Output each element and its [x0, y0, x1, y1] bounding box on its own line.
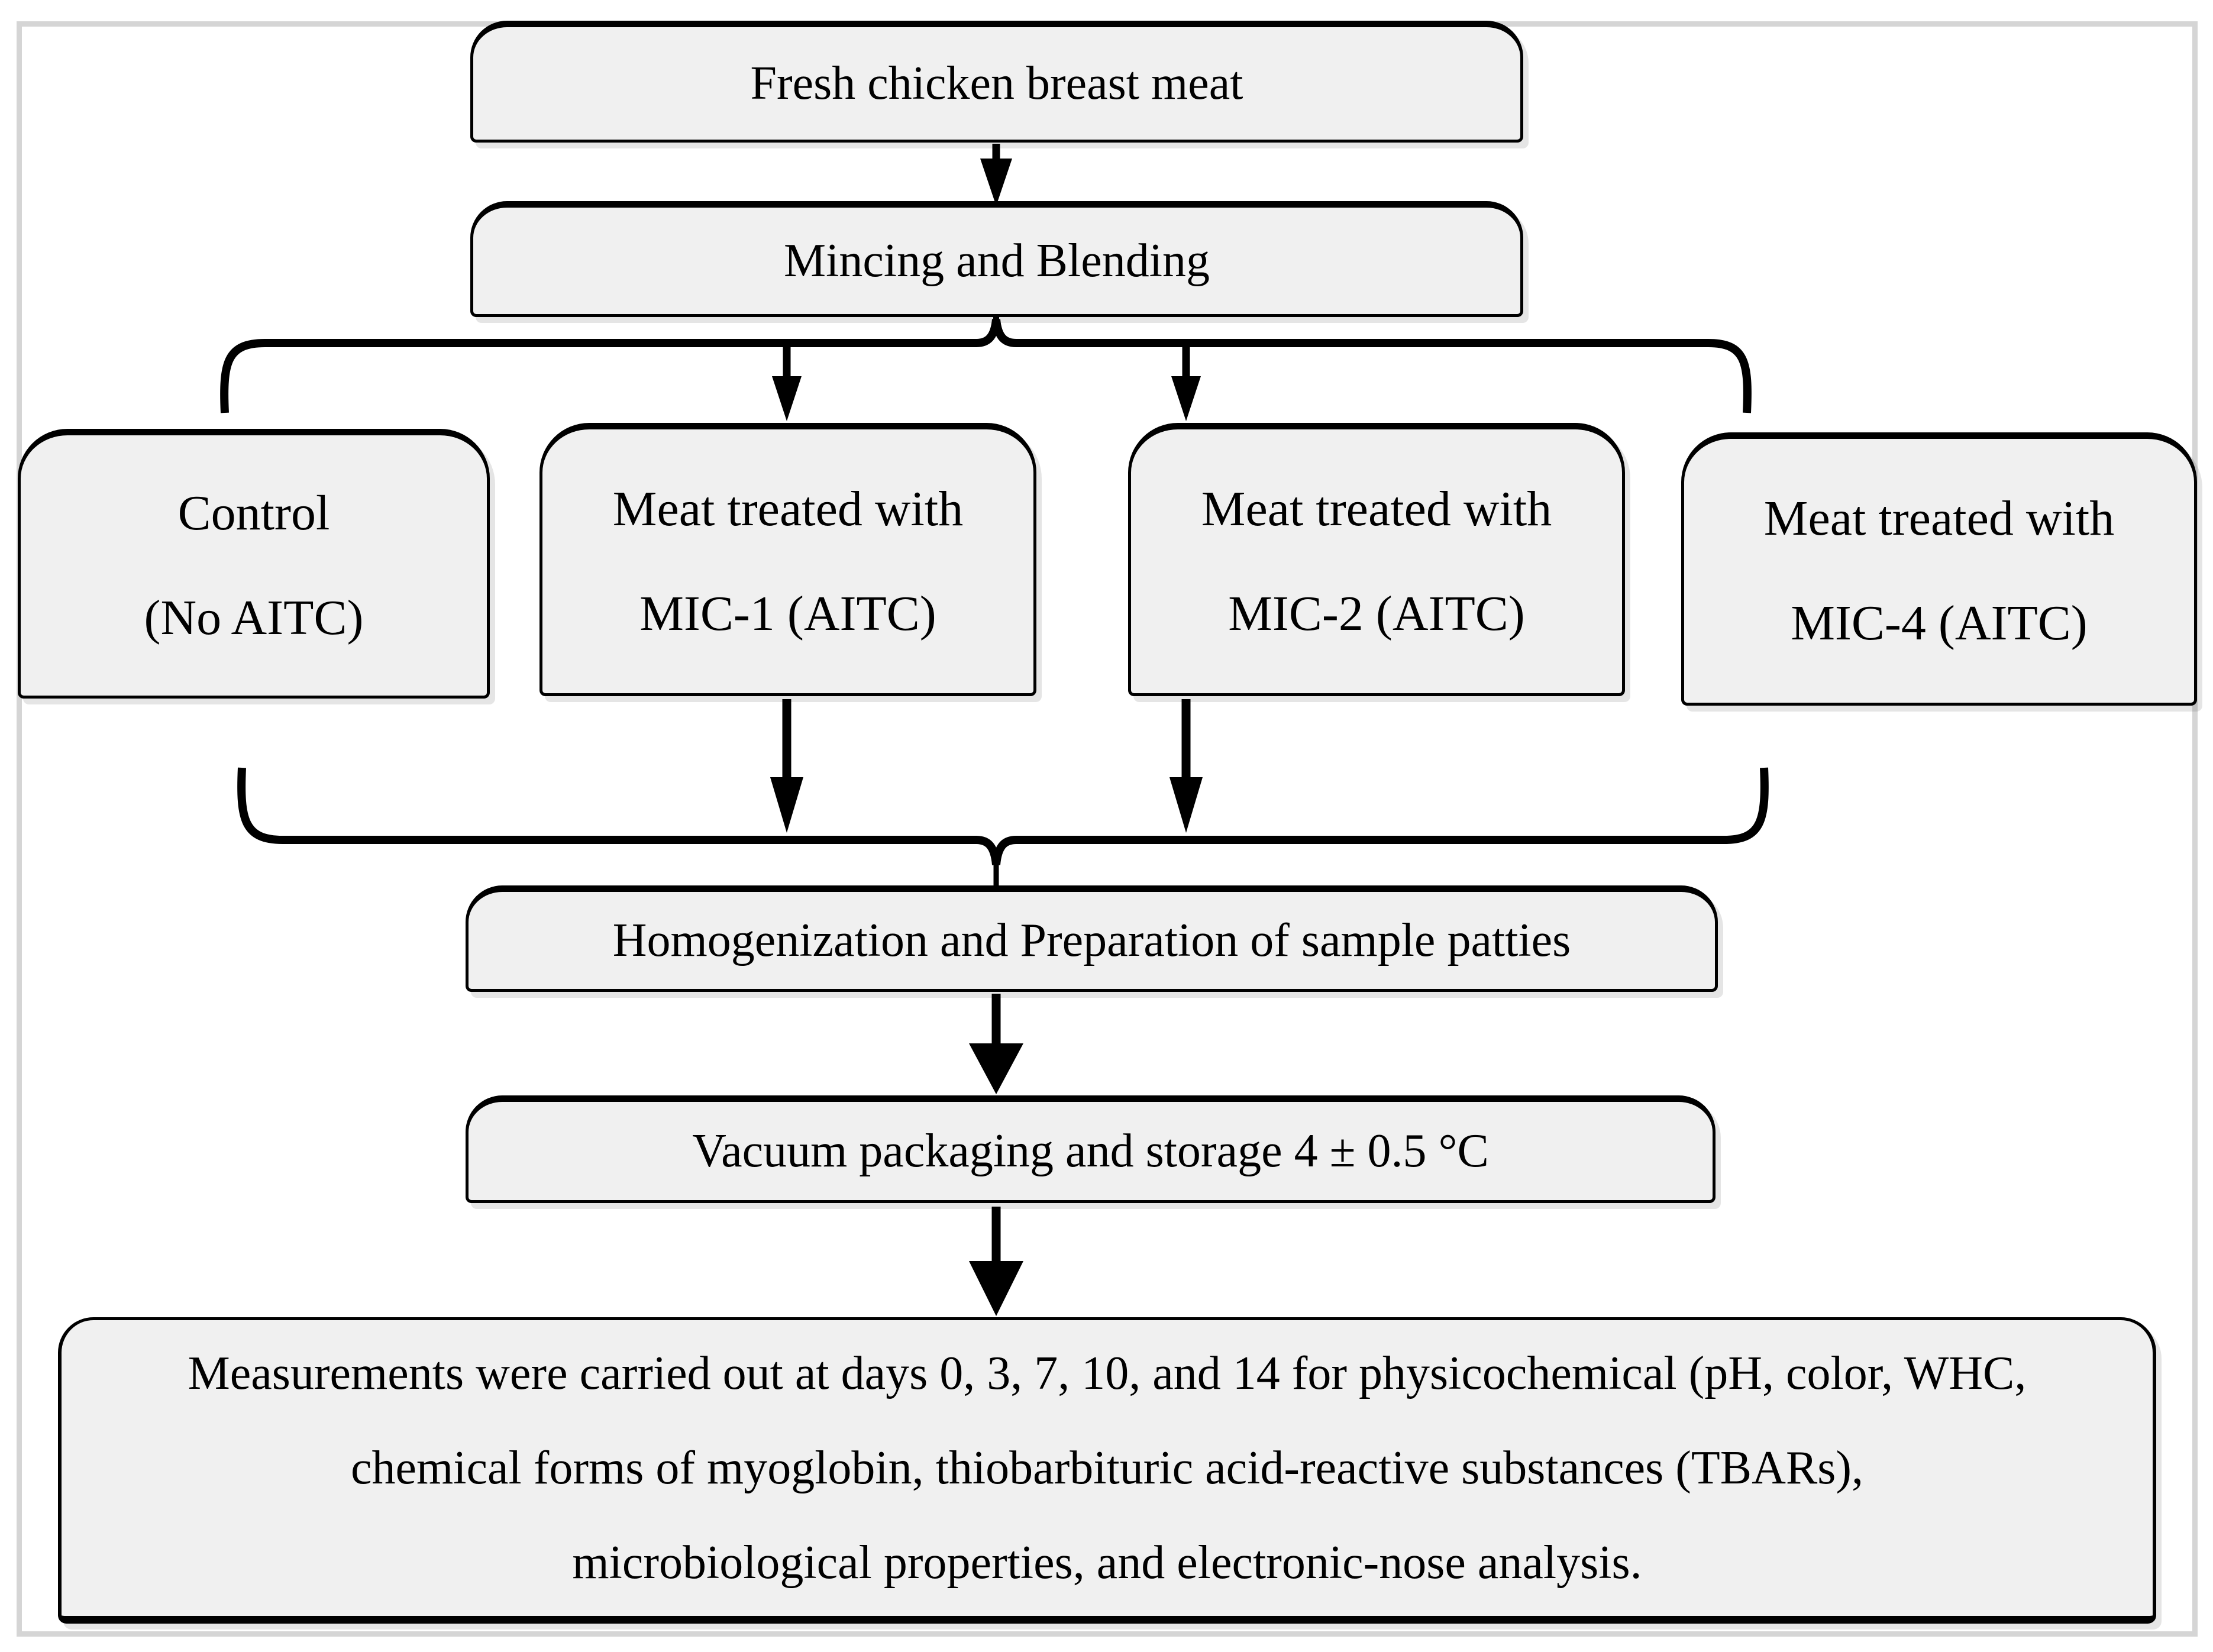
arrow-homogenization-to-vacuum-icon	[969, 994, 1023, 1094]
node-fresh-meat: Fresh chicken breast meat	[470, 21, 1523, 143]
arrow-vacuum-to-measurements-icon	[969, 1207, 1023, 1316]
node-control-line1: Control	[177, 485, 330, 541]
node-control: Control (No AITC)	[18, 429, 490, 699]
node-mic1-line2: MIC-1 (AITC)	[639, 586, 936, 641]
node-mic1: Meat treated with MIC-1 (AITC)	[539, 423, 1036, 696]
node-measurements-line1: Measurements were carried out at days 0,…	[188, 1347, 2027, 1399]
node-mic2: Meat treated with MIC-2 (AITC)	[1128, 423, 1625, 696]
node-homogenization: Homogenization and Preparation of sample…	[466, 885, 1718, 992]
merge-brace	[237, 767, 1769, 865]
node-mincing-label: Mincing and Blending	[784, 235, 1210, 287]
split-brace	[220, 319, 1752, 413]
node-mic4: Meat treated with MIC-4 (AITC)	[1681, 432, 2197, 706]
node-mic4-line1: Meat treated with	[1763, 490, 2115, 546]
node-mic1-line1: Meat treated with	[612, 481, 964, 536]
node-mic2-line1: Meat treated with	[1201, 481, 1552, 536]
arrow-mic1-to-merge-icon	[770, 699, 803, 833]
arrow-split-to-mic2-icon	[1171, 347, 1201, 421]
node-vacuum: Vacuum packaging and storage 4 ± 0.5 °C	[466, 1095, 1716, 1203]
node-mincing: Mincing and Blending	[470, 201, 1523, 317]
arrow-split-to-mic1-icon	[772, 347, 802, 421]
node-vacuum-label: Vacuum packaging and storage 4 ± 0.5 °C	[692, 1125, 1489, 1177]
node-homogenization-label: Homogenization and Preparation of sample…	[612, 914, 1571, 966]
node-measurements-line3: microbiological properties, and electron…	[572, 1537, 1642, 1589]
node-measurements: Measurements were carried out at days 0,…	[58, 1317, 2156, 1624]
node-fresh-meat-label: Fresh chicken breast meat	[750, 57, 1243, 109]
node-control-line2: (No AITC)	[144, 590, 364, 645]
node-mic2-line2: MIC-2 (AITC)	[1228, 586, 1525, 641]
arrow-source-to-mincing-icon	[980, 144, 1012, 206]
node-measurements-line2: chemical forms of myoglobin, thiobarbitu…	[350, 1442, 1864, 1494]
node-mic4-line2: MIC-4 (AITC)	[1791, 596, 2088, 651]
arrow-mic2-to-merge-icon	[1170, 699, 1203, 833]
